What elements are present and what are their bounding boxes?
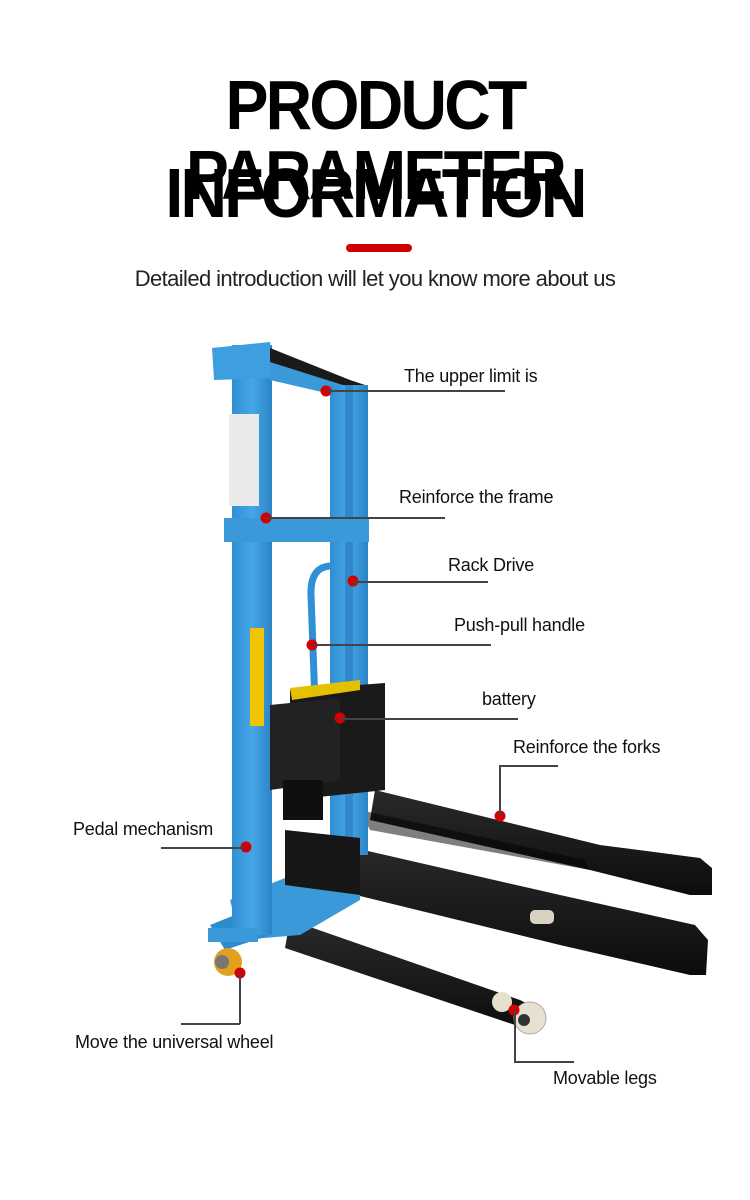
callout-line-pedal-mechanism [161,847,246,849]
callout-vline-movable-legs [514,1010,516,1061]
callout-line-reinforce-frame [266,517,445,519]
callout-label-universal-wheel: Move the universal wheel [75,1032,274,1052]
callout-label-rack-drive: Rack Drive [448,555,535,575]
callout-dot-pedal-mechanism [240,841,252,853]
callout-line-reinforce-forks [499,765,558,767]
callout-label-movable-legs: Movable legs [553,1068,657,1088]
callout-label-pedal-mechanism: Pedal mechanism [73,819,214,839]
callout-vline-reinforce-forks [499,765,501,816]
forks [285,790,712,1035]
accent-divider [346,244,412,252]
callout-line-upper-limit [326,390,505,392]
callout-label-push-pull-handle: Push-pull handle [454,615,585,635]
callout-line-movable-legs [514,1061,574,1063]
callout-line-push-pull-handle [312,644,491,646]
callout-label-battery: battery [482,689,536,709]
page-title-line-2: INFORMATION [165,154,587,232]
page-subtitle: Detailed introduction will let you know … [134,266,616,291]
callout-line-rack-drive [353,581,488,583]
page-title-line-1: PRODUCT PARAMETER [185,66,567,214]
callout-label-reinforce-frame: Reinforce the frame [399,487,554,507]
callout-label-upper-limit: The upper limit is [404,366,538,386]
callout-line-universal-wheel [181,1023,240,1025]
callout-dot-reinforce-forks [494,810,506,822]
callout-line-battery [340,718,518,720]
callout-vline-universal-wheel [239,973,241,1024]
callout-label-reinforce-forks: Reinforce the forks [513,737,661,757]
